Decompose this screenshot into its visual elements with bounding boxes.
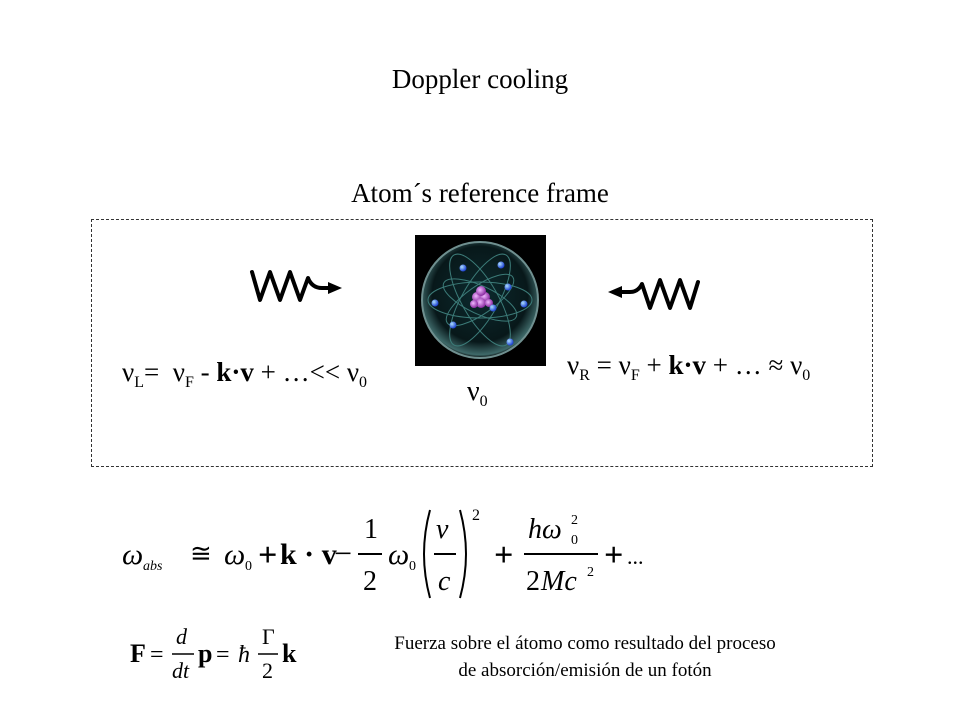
svg-text:k · v: k · v [280, 538, 337, 571]
svg-text:ω: ω [388, 538, 409, 571]
svg-text:ω: ω [224, 538, 245, 571]
svg-text:hω: hω [528, 514, 562, 545]
svg-text:...: ... [627, 544, 644, 569]
svg-text:≅: ≅ [190, 539, 212, 568]
svg-text:2: 2 [526, 566, 540, 597]
left-photon-wave-icon [250, 270, 342, 302]
svg-text:dt: dt [172, 658, 190, 683]
page-title: Doppler cooling [391, 64, 569, 94]
right-photon-wave-icon [608, 278, 700, 310]
svg-text:2: 2 [472, 507, 480, 524]
svg-text:F: F [130, 639, 146, 668]
reference-frame-box [91, 219, 873, 467]
frame-subtitle: Atom´s reference frame [351, 178, 609, 208]
absorption-frequency-formula: ω abs ≅ ω 0 + k · v − 1 2 ω 0 v c 2 + hω… [122, 507, 644, 599]
svg-text:ω: ω [122, 538, 143, 571]
svg-text:v: v [436, 514, 449, 545]
svg-text:2: 2 [587, 565, 594, 580]
svg-text:2: 2 [262, 658, 273, 683]
svg-text:k: k [282, 639, 297, 668]
svg-text:=: = [150, 642, 164, 668]
svg-text:ħ: ħ [238, 642, 250, 668]
svg-text:0: 0 [409, 559, 416, 574]
caption-line-2: de absorción/emisión de un fotón [458, 660, 712, 681]
atom-image [415, 235, 546, 366]
atom-icon [421, 241, 539, 359]
caption-line-1: Fuerza sobre el átomo como resultado del… [394, 633, 776, 654]
svg-text:Mc: Mc [540, 566, 577, 597]
svg-text:0: 0 [245, 559, 252, 574]
right-doppler-equation: νR = νF + k·v + … ≈ ν0 [567, 350, 811, 384]
svg-text:Γ: Γ [262, 624, 275, 649]
svg-text:=: = [216, 642, 230, 668]
svg-text:−: − [334, 535, 352, 571]
svg-text:2: 2 [363, 566, 377, 597]
svg-text:+: + [494, 537, 513, 574]
svg-text:abs: abs [143, 559, 163, 574]
svg-text:p: p [198, 639, 212, 668]
svg-text:1: 1 [364, 514, 378, 545]
svg-text:d: d [176, 624, 188, 649]
svg-text:c: c [438, 566, 451, 597]
svg-text:2: 2 [571, 513, 578, 528]
svg-text:0: 0 [571, 533, 578, 548]
force-caption: Fuerza sobre el átomo como resultado del… [330, 630, 840, 684]
force-formula: F = d dt p = ħ Γ 2 k [130, 624, 297, 683]
svg-text:+: + [258, 537, 277, 574]
atom-frequency-label: ν0 [467, 376, 488, 410]
left-doppler-equation: νL= νF - k·v + …<< ν0 [122, 357, 368, 391]
svg-text:+: + [604, 537, 623, 574]
